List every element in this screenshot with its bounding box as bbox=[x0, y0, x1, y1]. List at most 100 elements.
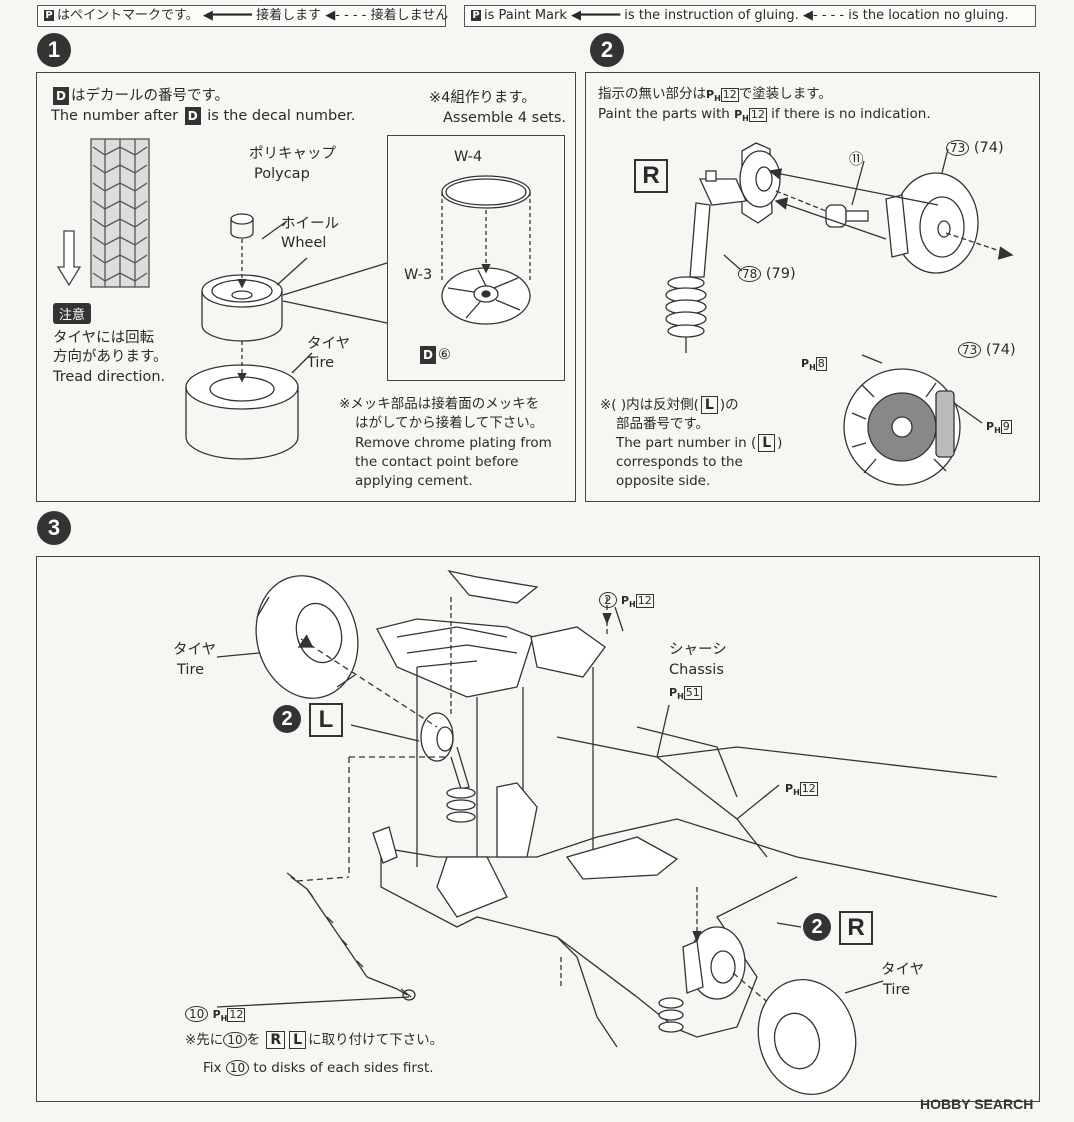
substep-2-left-icon: 2 bbox=[273, 705, 301, 733]
ph-icon: PH bbox=[620, 594, 636, 610]
fix-jp-mid: を bbox=[246, 1032, 261, 1048]
direction-arrow-icon bbox=[56, 230, 82, 287]
part-73-num: 73 bbox=[946, 140, 970, 156]
hub-assembly-drawing bbox=[665, 142, 1014, 353]
legend-en-noglue: is the location no gluing. bbox=[848, 8, 1009, 23]
fix-r-box: R bbox=[266, 1031, 286, 1049]
fix-en-part: 10 bbox=[225, 1060, 250, 1076]
tire-right-label-en: Tire bbox=[883, 982, 911, 998]
opp-note-jp1: ※( )内は反対側(L)の bbox=[600, 396, 739, 414]
opp-jp1b-text: )の bbox=[719, 397, 739, 413]
side-l-box: L bbox=[758, 434, 776, 452]
legend-jp-glue: 接着します bbox=[256, 8, 322, 23]
tread-en: Tread direction. bbox=[53, 369, 166, 385]
opp-jp1-text: ※( )内は反対側( bbox=[600, 397, 699, 413]
part-74-num-2: (74) bbox=[985, 342, 1016, 358]
tire-right-label-jp: タイヤ bbox=[881, 962, 925, 978]
fix-en-pre: Fix bbox=[203, 1060, 222, 1076]
opp-en1-text: The part number in ( bbox=[616, 435, 757, 451]
tire-left-label-jp: タイヤ bbox=[173, 642, 217, 658]
ph-icon: PH bbox=[801, 357, 816, 373]
paint-en-post: if there is no indication. bbox=[771, 106, 931, 122]
part10-num: 10 bbox=[185, 1006, 209, 1022]
ph-icon: PH bbox=[212, 1008, 228, 1024]
chrome-jp2: はがしてから接着して下さい。 bbox=[355, 415, 544, 431]
side-r-badge-3: R bbox=[839, 911, 873, 945]
chrome-en3: applying cement. bbox=[355, 473, 473, 489]
chrome-jp1: ※メッキ部品は接着面のメッキを bbox=[339, 396, 540, 412]
part-73-label-2: 73 (74) bbox=[958, 341, 1016, 360]
part10-ph-code: 12 bbox=[227, 1008, 246, 1022]
w3-label: W-3 bbox=[404, 267, 433, 283]
tread-pattern-icon bbox=[90, 138, 150, 288]
chassis-ph-code: 51 bbox=[683, 686, 702, 700]
paint-mark-icon: P bbox=[471, 10, 481, 21]
fix-en-post: to disks of each sides first. bbox=[253, 1060, 434, 1076]
opp-note-jp2: 部品番号です。 bbox=[616, 416, 710, 432]
brake-disc-drawing bbox=[843, 354, 983, 486]
polycap-label-en: Polycap bbox=[254, 166, 310, 182]
fix-note-en: Fix 10 to disks of each sides first. bbox=[203, 1059, 434, 1077]
decal-d-icon: D bbox=[184, 107, 201, 125]
paint-jp-pre: 指示の無い部分は bbox=[598, 86, 706, 102]
wheel-label-jp: ホイール bbox=[281, 216, 339, 232]
decal-en-post: is the decal number. bbox=[207, 108, 356, 124]
chassis-label-en: Chassis bbox=[669, 662, 724, 678]
opp-en1b-text: ) bbox=[777, 435, 783, 451]
sets-en: Assemble 4 sets. bbox=[443, 110, 566, 126]
watermark: HOBBY SEARCH bbox=[920, 1096, 1034, 1112]
paint-code: 12 bbox=[748, 108, 767, 122]
sets-jp: ※4組作ります。 bbox=[429, 90, 536, 106]
opp-note-en3: opposite side. bbox=[616, 473, 711, 489]
glue-arrow-icon: ◀━━━━━ bbox=[202, 8, 252, 23]
ph9-code: 9 bbox=[1000, 420, 1012, 434]
opp-note-en1: The part number in (L) bbox=[616, 434, 782, 452]
legend-en-glue: is the instruction of gluing. bbox=[624, 8, 799, 23]
legend-jp-noglue: 接着しません bbox=[370, 8, 449, 23]
w4-label: W-4 bbox=[454, 149, 483, 165]
tire-label-jp: タイヤ bbox=[307, 336, 351, 352]
decal-d-icon: D bbox=[420, 346, 436, 364]
step-1-number: 1 bbox=[37, 33, 71, 67]
tire-label-en: Tire bbox=[307, 355, 335, 371]
part-74-num: (74) bbox=[973, 140, 1004, 156]
decal-note-en: The number after D is the decal number. bbox=[51, 107, 355, 126]
ph-icon: PH bbox=[785, 782, 800, 798]
legend-jp-paint: はペイントマークです。 bbox=[57, 8, 199, 23]
no-glue-arrow-icon: ◀- - - - bbox=[802, 8, 845, 23]
side-l-box: L bbox=[700, 396, 718, 414]
substep-2-right-icon: 2 bbox=[803, 913, 831, 941]
fix-l-box: L bbox=[289, 1031, 307, 1049]
opp-note-en2: corresponds to the bbox=[616, 454, 743, 470]
no-glue-arrow-icon: ◀- - - - bbox=[325, 8, 367, 23]
chassis-assembly-drawing bbox=[216, 569, 998, 1096]
paint-code: 12 bbox=[720, 88, 739, 102]
wheel-assembly-drawing bbox=[185, 213, 388, 460]
polycap-label-jp: ポリキャップ bbox=[249, 146, 336, 162]
ph-icon: PH bbox=[986, 420, 1001, 436]
ph-icon: PH bbox=[706, 88, 721, 104]
frame-ph-code: 12 bbox=[799, 782, 818, 796]
decal-d-icon: D bbox=[53, 87, 69, 105]
part2-ph-code: 12 bbox=[635, 594, 654, 608]
chrome-en1: Remove chrome plating from bbox=[355, 435, 552, 451]
legend-en-paint: is Paint Mark bbox=[484, 8, 567, 23]
part-73-num-2: 73 bbox=[958, 342, 982, 358]
part-11-label: ⑪ bbox=[849, 152, 864, 168]
side-r-badge: R bbox=[634, 159, 668, 193]
paint-jp-post: で塗装します。 bbox=[738, 86, 832, 102]
caution-badge: 注意 bbox=[53, 303, 92, 324]
